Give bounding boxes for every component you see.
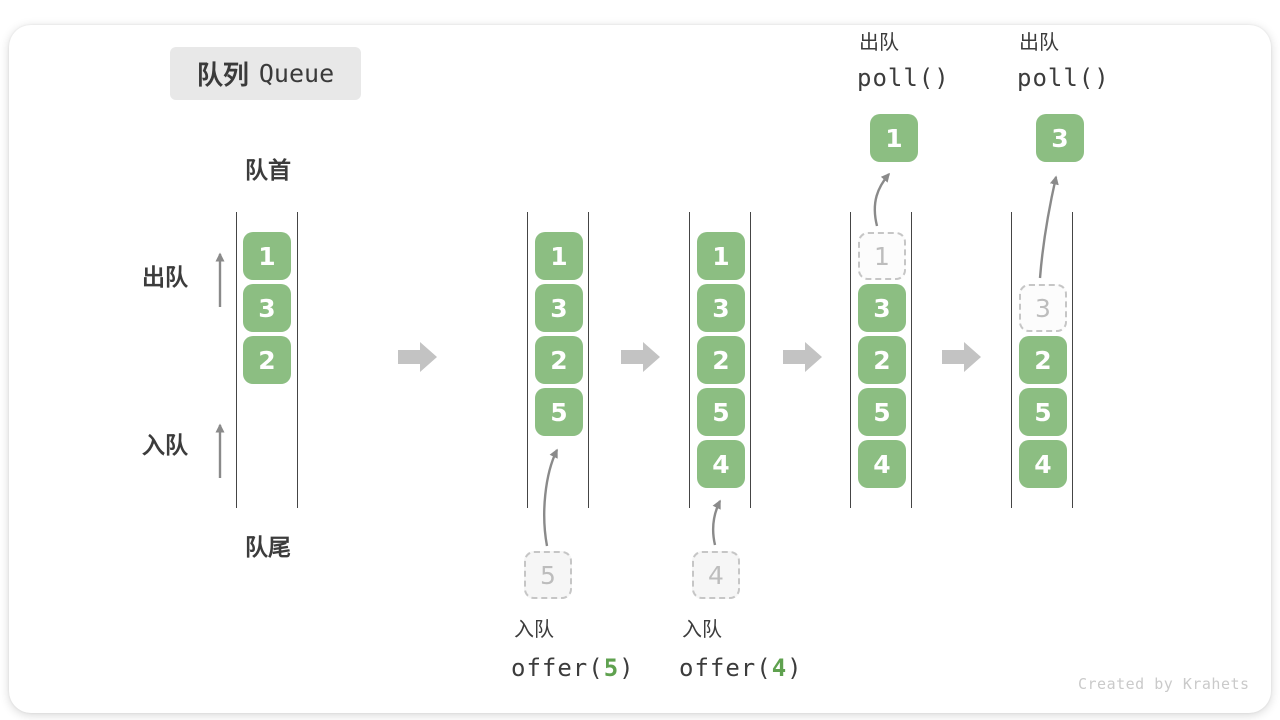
incoming-cell: 5 [524,551,572,599]
ghost-cell: 1 [858,232,906,280]
removed-cell: 3 [1036,114,1084,162]
queue-cell: 2 [1019,336,1067,384]
op-label-dequeue-c4: 出队 [859,32,899,54]
queue-cell: 5 [697,388,745,436]
queue-cell: 5 [1019,388,1067,436]
queue-cell: 1 [535,232,583,280]
incoming-cell: 4 [692,551,740,599]
label-queue-rear: 队尾 [245,534,291,560]
queue-cell: 3 [535,284,583,332]
queue-cell: 1 [697,232,745,280]
queue-cell: 2 [858,336,906,384]
code-close: ) [619,654,635,682]
queue-cell: 5 [535,388,583,436]
queue-cell: 3 [858,284,906,332]
queue-cell: 3 [697,284,745,332]
op-code-offer5: offer(5) [511,654,635,682]
queue-cell: 4 [858,440,906,488]
queue-cell: 2 [535,336,583,384]
op-code-poll-c5: poll() [1017,64,1110,92]
queue-cell: 2 [697,336,745,384]
label-dequeue-side: 出队 [142,264,188,290]
queue-cell: 4 [1019,440,1067,488]
diagram-title-chip: 队列 Queue [170,47,361,100]
code-fn: offer( [511,654,604,682]
watermark-credit: Created by Krahets [1078,675,1250,693]
title-zh: 队列 [196,60,249,90]
op-code-offer4: offer(4) [679,654,803,682]
op-code-poll-c4: poll() [857,64,950,92]
code-arg: 4 [771,654,788,682]
op-label-enqueue-c3: 入队 [682,619,722,641]
code-close: ) [787,654,803,682]
removed-cell: 1 [870,114,918,162]
title-en: Queue [258,59,335,88]
code-fn: offer( [679,654,772,682]
label-queue-front: 队首 [245,157,291,183]
queue-cell: 1 [243,232,291,280]
queue-channel-3 [689,212,751,508]
queue-channel-1 [236,212,298,508]
queue-channel-2 [527,212,589,508]
code-arg: 5 [603,654,620,682]
ghost-cell: 3 [1019,284,1067,332]
op-label-dequeue-c5: 出队 [1019,32,1059,54]
label-enqueue-side: 入队 [142,432,188,458]
queue-channel-4 [850,212,912,508]
queue-cell: 3 [243,284,291,332]
op-label-enqueue-c2: 入队 [514,619,554,641]
queue-channel-5 [1011,212,1073,508]
queue-cell: 5 [858,388,906,436]
queue-cell: 4 [697,440,745,488]
queue-cell: 2 [243,336,291,384]
